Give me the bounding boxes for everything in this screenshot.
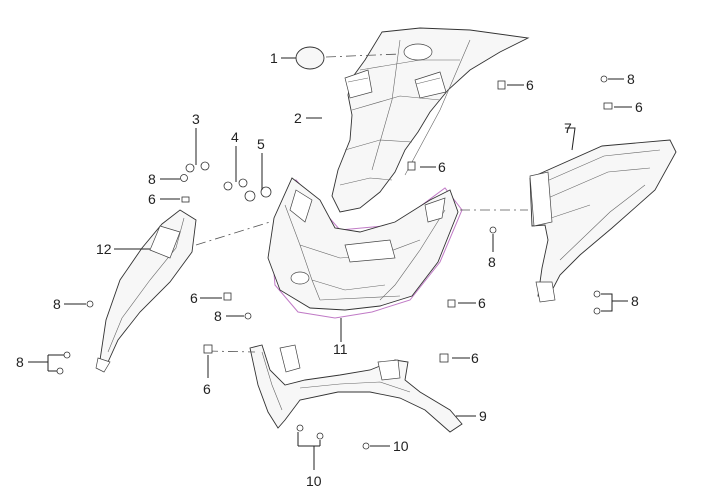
callout-9: 9 xyxy=(479,408,487,424)
callout-7: 7 xyxy=(564,120,572,136)
callout-6-fairing-left: 6 xyxy=(190,290,198,306)
part-round-cap xyxy=(295,46,401,70)
callout-6-fairing-right: 6 xyxy=(478,295,486,311)
callout-6-upper-left: 6 xyxy=(148,191,156,207)
part-upper-cowl xyxy=(331,27,530,213)
callout-8-lower-left: 8 xyxy=(16,354,24,370)
callout-12: 12 xyxy=(96,241,112,257)
callout-10-screw-single: 10 xyxy=(393,438,409,454)
callout-labels: 1 2 3 4 5 8 6 12 8 8 6 8 11 6 10 10 9 6 … xyxy=(16,50,643,489)
part-lower-bracket xyxy=(207,344,463,433)
callout-6-cowl-right: 6 xyxy=(526,77,534,93)
leader-lines xyxy=(28,57,632,470)
callout-8-upper-left: 8 xyxy=(148,171,156,187)
callout-11: 11 xyxy=(333,341,348,357)
callout-8-lower-right: 8 xyxy=(631,293,639,309)
callout-1: 1 xyxy=(270,50,278,66)
callout-8-left-panel: 8 xyxy=(53,296,61,312)
callout-6-bracket-right: 6 xyxy=(471,350,479,366)
callout-6-upper-right: 6 xyxy=(635,99,643,115)
callout-5: 5 xyxy=(257,136,265,152)
callout-6-cowl-center: 6 xyxy=(438,159,446,175)
part-right-side-panel xyxy=(460,139,677,303)
callout-8-upper-right: 8 xyxy=(627,71,635,87)
callout-6-bracket-left: 6 xyxy=(203,381,211,397)
callout-3: 3 xyxy=(192,111,200,127)
callout-2: 2 xyxy=(294,110,302,126)
part-left-side-panel xyxy=(95,209,271,373)
part-lower-fairing xyxy=(267,177,463,319)
callout-10-screws-pair: 10 xyxy=(306,473,322,489)
callout-8-right-panel: 8 xyxy=(488,254,496,270)
hardware-fasteners xyxy=(56,75,613,450)
callout-4: 4 xyxy=(231,129,239,145)
callout-8-fairing-bottom: 8 xyxy=(214,308,222,324)
